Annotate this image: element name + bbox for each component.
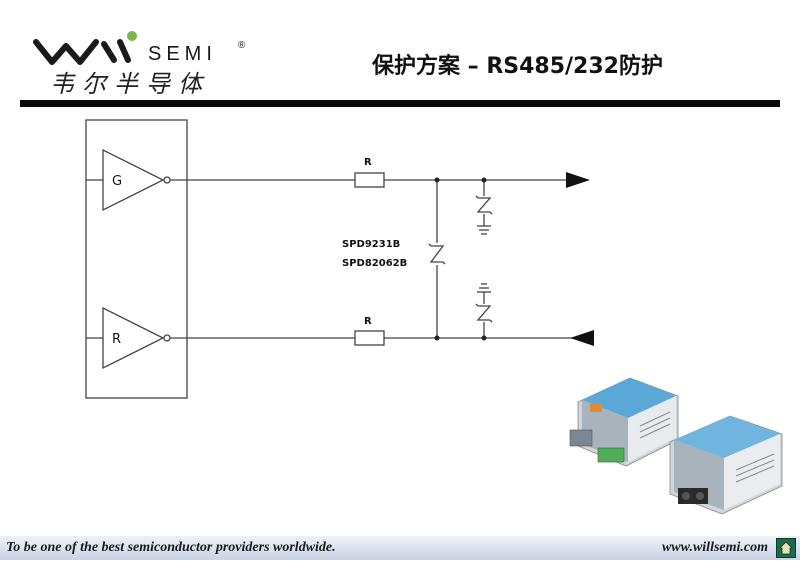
footer-bar: To be one of the best semiconductor prov… <box>0 536 800 560</box>
logo-chinese-name: 韦尔半导体 <box>50 70 210 98</box>
driver-label: G <box>112 174 122 189</box>
footer-url[interactable]: www.willsemi.com <box>661 540 768 555</box>
product-photo <box>569 377 783 515</box>
slide-title: 保护方案 – RS485/232防护 <box>372 54 663 79</box>
driver-inversion-bubble <box>163 176 171 184</box>
junction-dot <box>481 177 487 183</box>
resistor-bottom <box>354 330 385 346</box>
tvs-bottom-symbol <box>475 303 493 323</box>
logo-registered-mark: ® <box>238 40 246 51</box>
home-icon-glyph <box>779 541 793 555</box>
output-arrow-right <box>566 172 590 188</box>
tvs-top-symbol <box>475 195 493 215</box>
converter-device-left <box>569 377 679 467</box>
company-logo: SEMI ® <box>33 31 246 65</box>
part-number-1: SPD9231B <box>342 239 400 250</box>
circuit-diagram: G R R R SPD9231B SPD82062B <box>85 119 594 399</box>
resistor-bottom-label: R <box>364 316 372 327</box>
ground-symbol-top <box>477 225 491 235</box>
part-number-2: SPD82062B <box>342 258 407 269</box>
logo-brand-text: SEMI <box>148 43 217 65</box>
receiver-inversion-bubble <box>163 334 171 342</box>
junction-dot <box>434 177 440 183</box>
home-icon[interactable] <box>776 538 796 558</box>
logo-green-dot <box>127 31 137 41</box>
transceiver-box <box>85 119 188 399</box>
resistor-top-label: R <box>364 157 372 168</box>
ground-symbol-bottom <box>477 283 491 293</box>
resistor-top <box>354 172 385 188</box>
tvs-bridge-symbol <box>428 243 446 265</box>
title-rule <box>20 100 780 107</box>
input-arrow-left <box>570 330 594 346</box>
junction-dot <box>481 335 487 341</box>
logo-w-mark <box>33 39 131 65</box>
converter-device-right <box>669 415 783 515</box>
footer-slogan: To be one of the best semiconductor prov… <box>6 540 336 555</box>
junction-dot <box>434 335 440 341</box>
receiver-label: R <box>112 332 121 347</box>
